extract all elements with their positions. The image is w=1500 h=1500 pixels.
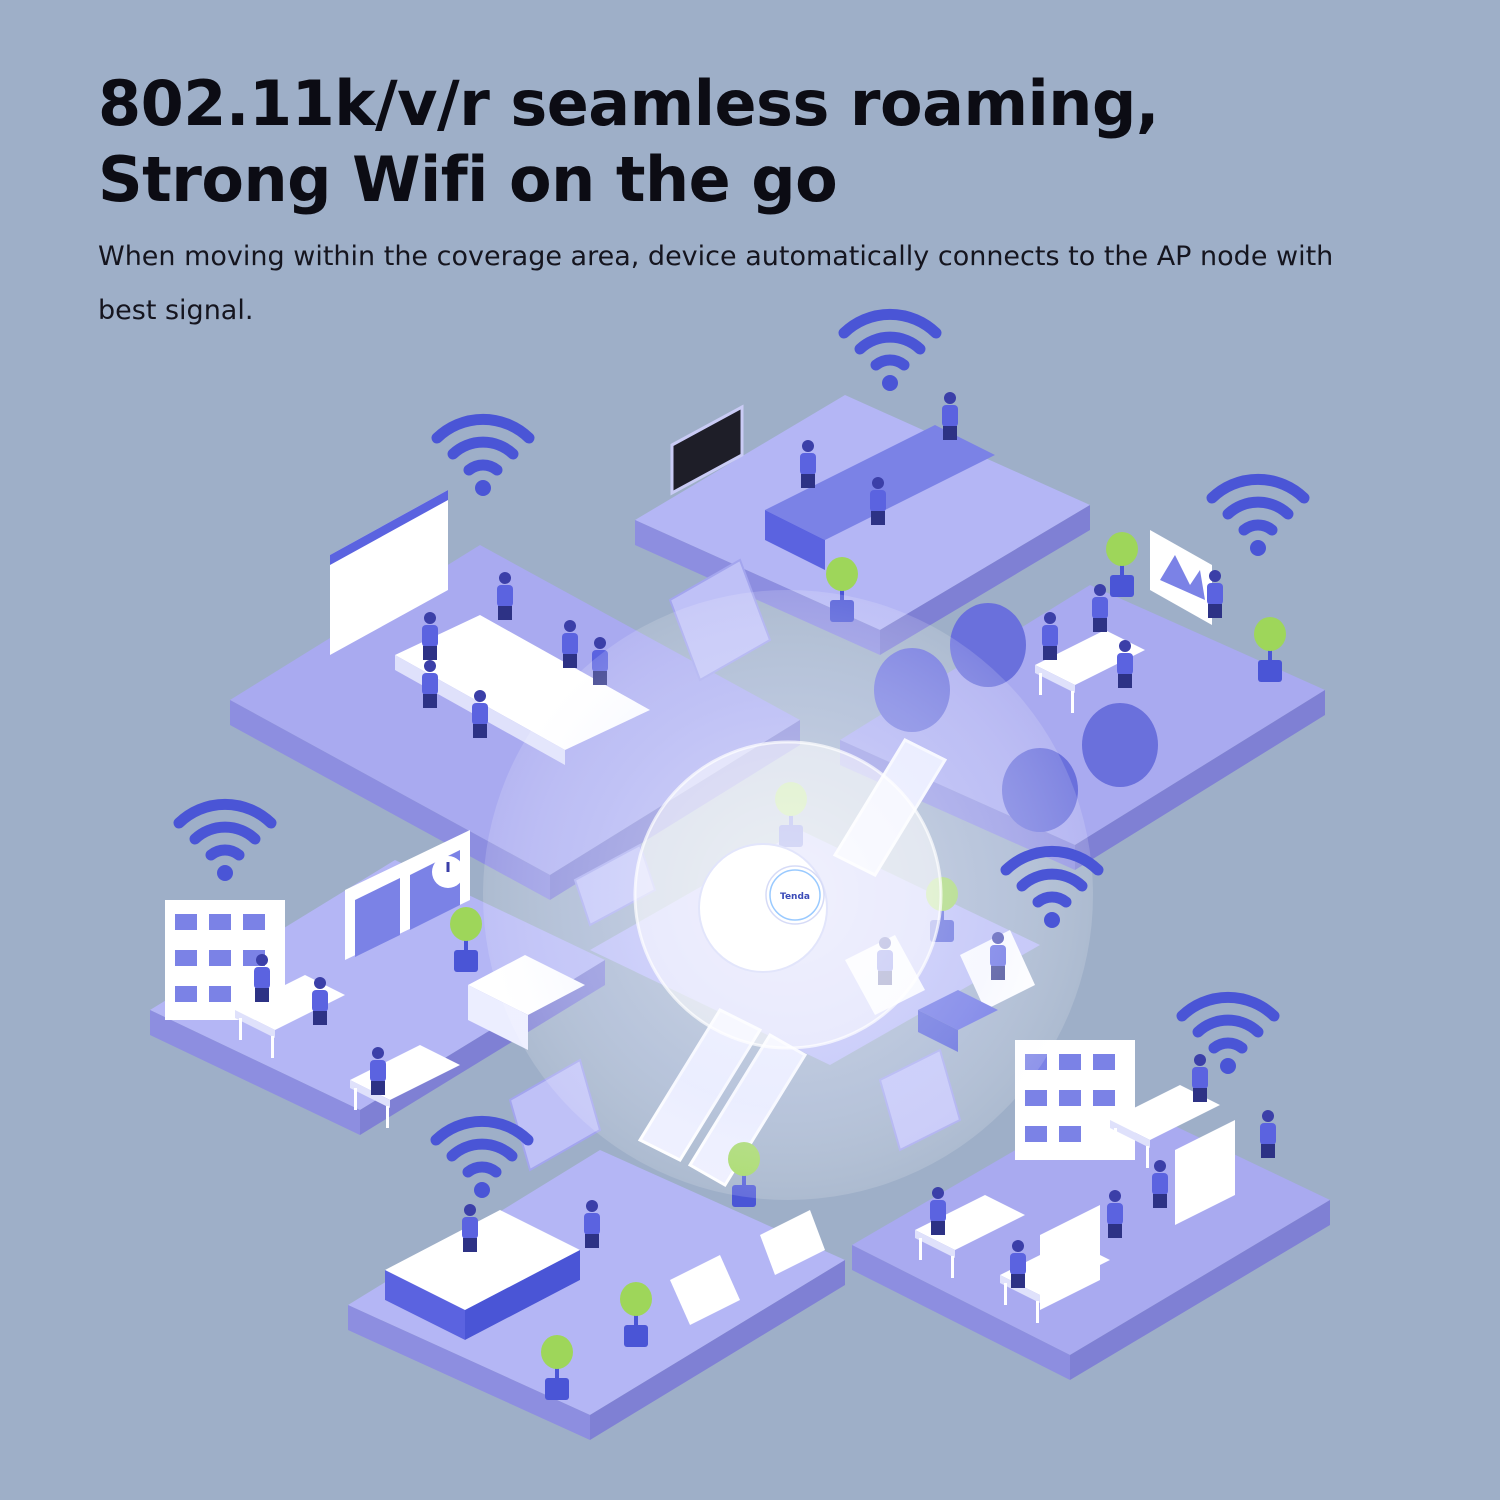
reception-chairs [670, 1210, 825, 1325]
reception-desk [385, 1210, 580, 1340]
presentation-board [1150, 530, 1212, 625]
wifi-icon [437, 419, 529, 496]
description: When moving within the coverage area, de… [98, 241, 1334, 326]
whiteboard [330, 490, 448, 655]
device-logo: Tenda [780, 892, 810, 902]
wifi-icon [1212, 479, 1304, 556]
headline-line-2: Strong Wifi on the go [98, 143, 838, 216]
wifi-icon [844, 314, 936, 391]
floor-reception [348, 1150, 845, 1440]
headline: 802.11k/v/r seamless roaming, Strong Wif… [98, 66, 1398, 218]
wifi-icon [179, 804, 271, 881]
tv-screen [670, 404, 744, 496]
headline-line-1: 802.11k/v/r seamless roaming, [98, 67, 1159, 140]
wall-clock [432, 856, 464, 888]
access-point-device: Tenda [698, 843, 828, 973]
wifi-icon [436, 1121, 528, 1198]
